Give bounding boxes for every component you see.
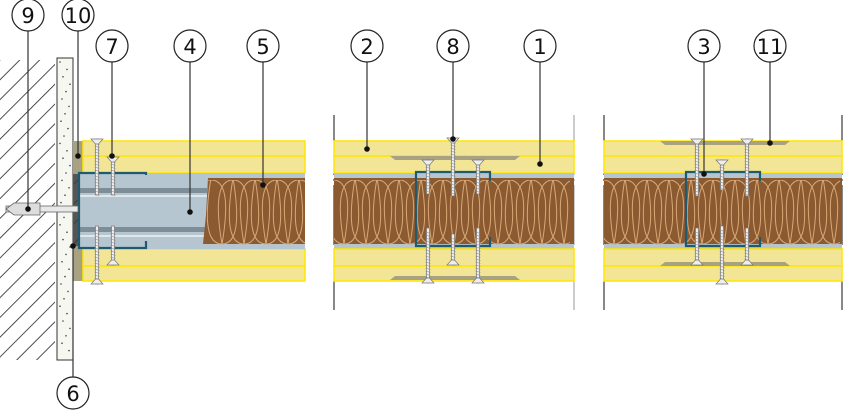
- callout-label: 11: [757, 35, 784, 59]
- callout-label: 8: [446, 35, 459, 59]
- mineral-wool-insulation: [203, 178, 305, 245]
- callout-label: 1: [533, 35, 546, 59]
- screw-icon: [421, 159, 435, 195]
- callout-9: 9: [11, 0, 45, 212]
- screw-icon: [715, 225, 729, 285]
- uw-profile: [77, 171, 148, 250]
- callout-label: 7: [105, 35, 118, 59]
- callout-10: 10: [61, 0, 95, 159]
- callout-5: 5: [246, 29, 280, 188]
- cw-profile: [684, 170, 762, 248]
- board-top-outer: [82, 140, 306, 157]
- screw-icon: [471, 227, 485, 284]
- callout-7: 7: [95, 29, 129, 159]
- callout-4: 4: [173, 29, 207, 215]
- stud-joint-detail: [333, 115, 575, 310]
- callouts: 9 10 7 4 5 2 8 1 3 11 6: [11, 0, 787, 410]
- screw-icon: [690, 138, 704, 197]
- screw-icon: [106, 225, 120, 266]
- wall-connection-detail: [0, 57, 306, 361]
- screw-icon: [471, 159, 485, 195]
- callout-label: 4: [183, 35, 196, 59]
- joint-filler: [660, 141, 790, 145]
- screw-icon: [90, 138, 104, 196]
- screw-icon: [740, 138, 754, 197]
- board-bottom-outer: [82, 265, 306, 282]
- callout-label: 3: [697, 35, 710, 59]
- screw-icon: [90, 225, 104, 285]
- screw-icon: [690, 227, 704, 266]
- offset-joint-detail: [603, 115, 843, 310]
- callout-label: 6: [66, 382, 79, 406]
- callout-1: 1: [523, 29, 557, 167]
- screw-icon: [446, 233, 460, 266]
- callout-label: 2: [360, 35, 373, 59]
- screw-icon: [715, 159, 729, 191]
- callout-label: 9: [21, 4, 34, 28]
- callout-2: 2: [350, 29, 384, 152]
- callout-11: 11: [753, 29, 787, 146]
- callout-3: 3: [687, 29, 721, 177]
- callout-8: 8: [436, 29, 470, 142]
- callout-6: 6: [56, 243, 90, 410]
- callout-label: 10: [65, 4, 92, 28]
- screw-icon: [421, 227, 435, 284]
- screw-icon: [740, 227, 754, 266]
- callout-label: 5: [256, 35, 269, 59]
- wall-anchor-dowel: [5, 202, 79, 216]
